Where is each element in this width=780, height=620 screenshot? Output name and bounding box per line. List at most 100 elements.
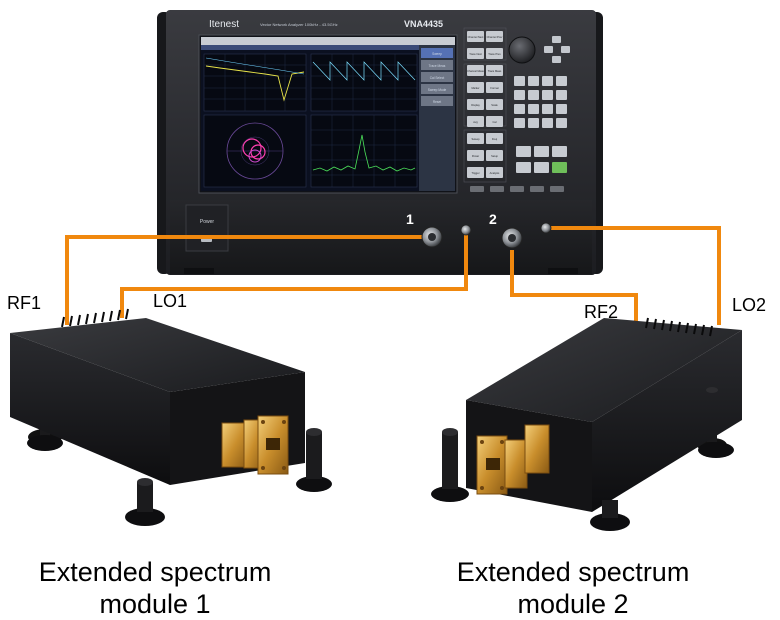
keypad-key[interactable] (542, 118, 553, 128)
side-key-4[interactable] (421, 84, 453, 94)
side-key-1[interactable] (421, 48, 453, 58)
cable-lo1 (120, 232, 468, 318)
softkey-14[interactable] (486, 133, 503, 144)
extended-spectrum-module-2: RF2 LO2 (431, 295, 766, 531)
softkey-4[interactable] (486, 48, 503, 59)
module-2-top (466, 318, 742, 422)
extended-spectrum-module-1: RF1 LO1 (7, 291, 332, 526)
keypad-key[interactable] (514, 104, 525, 114)
side-key-1-label: Sweep (432, 52, 442, 56)
module-1-foot-c (296, 476, 332, 492)
vna-foot-left (184, 268, 214, 274)
softkey-15-label: Power (472, 154, 479, 158)
screen-side-menu: Sweep Trace Meas Cal Select Sweep Mode R… (419, 45, 455, 191)
vna-instrument: Itenest Vector Network Analyzer 100kHz -… (157, 10, 603, 275)
keypad-key[interactable] (514, 118, 525, 128)
softkey-12-label: Cal (493, 120, 497, 124)
keypad-key[interactable] (514, 90, 525, 100)
keypad-key[interactable] (556, 76, 567, 86)
keypad-key[interactable] (528, 76, 539, 86)
softkey-13[interactable] (467, 133, 484, 144)
keypad-key[interactable] (556, 90, 567, 100)
keypad-key[interactable] (542, 104, 553, 114)
softkey-6[interactable] (486, 65, 503, 76)
marker-key[interactable] (534, 162, 549, 173)
trace-panel-4 (310, 114, 418, 188)
softkey-16[interactable] (486, 150, 503, 161)
power-label: Power (200, 219, 215, 225)
arrow-up-key[interactable] (552, 36, 561, 43)
cables (65, 226, 721, 325)
softkey-14-label: Freq (492, 137, 498, 141)
softkey-9-label: Display (471, 103, 480, 107)
lo-out-1-connector[interactable] (460, 224, 472, 236)
rf1-label: RF1 (7, 293, 41, 313)
vna-connectors (421, 222, 552, 249)
softkey-7[interactable] (467, 82, 484, 93)
marker-key[interactable] (534, 146, 549, 157)
keypad-key[interactable] (528, 104, 539, 114)
softkey-16-label: Setup (491, 154, 498, 158)
softkey-4-label: Trace Prev (488, 52, 501, 56)
arrow-right-key[interactable] (561, 46, 570, 53)
module-2-side (592, 330, 742, 512)
softkey-10[interactable] (486, 99, 503, 110)
port-2-number: 2 (489, 211, 497, 227)
softkey-1-label: Channel Next (468, 35, 484, 39)
softkey-11[interactable] (467, 116, 484, 127)
keypad-key[interactable] (542, 76, 553, 86)
vna-foot-right (548, 268, 578, 274)
side-key-3[interactable] (421, 72, 453, 82)
marker-key[interactable] (516, 146, 531, 157)
trace-panel-3 (203, 114, 307, 188)
arrow-down-key[interactable] (552, 56, 561, 63)
module-2-caption: Extended spectrum module 2 (428, 556, 718, 620)
softkey-1[interactable] (467, 31, 484, 42)
bottom-key-row (470, 186, 564, 192)
softkey-18[interactable] (486, 167, 503, 178)
model-name: VNA4435 (404, 19, 443, 29)
marker-key[interactable] (552, 146, 567, 157)
softkey-7-label: Marker (471, 86, 479, 90)
module-2-foot-b (590, 513, 630, 531)
keypad-key[interactable] (556, 104, 567, 114)
softkey-18-label: Analysis (490, 171, 500, 175)
softkey-15[interactable] (467, 150, 484, 161)
softkey-12[interactable] (486, 116, 503, 127)
softkey-17-label: Trigger (471, 171, 479, 175)
side-key-2[interactable] (421, 60, 453, 70)
softkey-5-label: Channel Meas (467, 69, 484, 73)
side-key-5[interactable] (421, 96, 453, 106)
softkey-9[interactable] (467, 99, 484, 110)
module-1-foot-b (125, 508, 165, 526)
keypad-key[interactable] (528, 90, 539, 100)
cable-rf2 (510, 250, 638, 322)
softkey-17[interactable] (467, 167, 484, 178)
module-2-caption-line-1: Extended spectrum (456, 557, 690, 587)
keypad-key[interactable] (514, 76, 525, 86)
screen-title-bar (201, 45, 419, 50)
keypad-key[interactable] (542, 90, 553, 100)
port-1-number: 1 (406, 211, 414, 227)
side-key-5-label: Reset (433, 100, 441, 104)
lo-out-2-connector[interactable] (540, 222, 552, 234)
marker-key[interactable] (552, 162, 567, 173)
softkey-3[interactable] (467, 48, 484, 59)
rf2-label: RF2 (584, 302, 618, 322)
softkey-2-label: Channel Prev (487, 35, 503, 39)
marker-key[interactable] (516, 162, 531, 173)
arrow-left-key[interactable] (544, 46, 553, 53)
softkey-2[interactable] (486, 31, 503, 42)
softkey-11-label: Avg (473, 120, 478, 124)
trace-panel-1 (203, 53, 307, 112)
module-1-side (10, 333, 170, 485)
instrument-description: Vector Network Analyzer 100kHz - 43.5GHz (260, 22, 338, 27)
module-1-foot-a (27, 435, 63, 451)
softkey-3-label: Trace Next (469, 52, 482, 56)
softkey-8[interactable] (486, 82, 503, 93)
module-1-caption-line-2: module 1 (99, 589, 211, 619)
rotary-knob[interactable] (508, 36, 536, 64)
keypad-key[interactable] (528, 118, 539, 128)
keypad-key[interactable] (556, 118, 567, 128)
softkey-5[interactable] (467, 65, 484, 76)
